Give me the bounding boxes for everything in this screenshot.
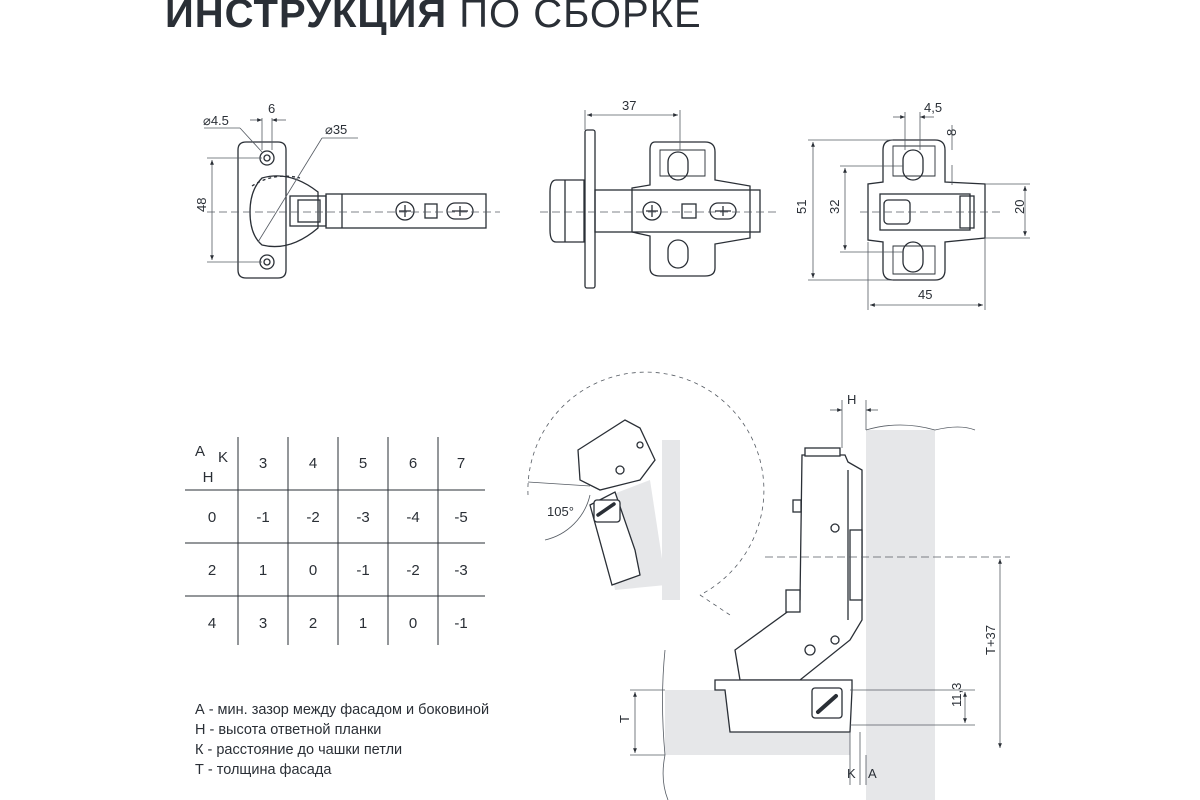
dim-h51: 51	[794, 200, 809, 214]
hinge-installed	[714, 447, 863, 733]
table-cell: 1	[259, 562, 267, 579]
dim-angle: 105°	[547, 504, 574, 519]
dim-h8: 8	[944, 129, 959, 136]
legend-item: Т - толщина фасада	[195, 762, 332, 778]
side-dims	[540, 110, 780, 213]
dim-w37: 37	[622, 98, 636, 113]
table-cell: -1	[256, 509, 269, 526]
legend: А - мин. зазор между фасадом и боковиной…	[195, 700, 489, 780]
dim-h32: 32	[827, 200, 842, 214]
table-cell: -1	[356, 562, 369, 579]
legend-item: К - расстояние до чашки петли	[195, 742, 403, 758]
dim-K: K	[847, 766, 856, 781]
title-light: ПО СБОРКЕ	[459, 0, 702, 36]
plate-dims	[808, 112, 1030, 310]
dim-h48: 48	[194, 198, 209, 212]
table-cell: -2	[406, 562, 419, 579]
dim-d35: ⌀35	[325, 122, 347, 137]
dim-T37: T+37	[983, 625, 998, 655]
table-col-header: 6	[409, 455, 417, 472]
install-dims	[630, 400, 1010, 785]
table-cell: -1	[454, 615, 467, 632]
page-title: ИНСТРУКЦИЯ ПО СБОРКЕ	[165, 0, 702, 37]
table-cell: -3	[454, 562, 467, 579]
hinge-top-view	[237, 141, 487, 279]
table-corner-a: A	[195, 443, 205, 460]
table-cell: 0	[409, 615, 417, 632]
hinge-side-view	[549, 129, 761, 289]
table-cell: 3	[259, 615, 267, 632]
table-cell: 0	[309, 562, 317, 579]
dim-h20: 20	[1012, 200, 1027, 214]
table-row-header: 0	[208, 509, 216, 526]
table-cell: -2	[306, 509, 319, 526]
dim-A: A	[868, 766, 877, 781]
dim-w45s: 4,5	[924, 100, 942, 115]
legend-item: А - мин. зазор между фасадом и боковиной	[195, 702, 490, 718]
hinge-top-dims	[204, 118, 500, 263]
table-cell: 2	[309, 615, 317, 632]
table-cell: -5	[454, 509, 467, 526]
dim-d45: ⌀4.5	[203, 113, 229, 128]
title-bold: ИНСТРУКЦИЯ	[165, 0, 448, 36]
table-corner-k: K	[218, 449, 228, 466]
table-text: A K H 3 4 5 6 7 0 -1 -2 -3 -4 -5 2 1 0 -…	[195, 443, 468, 632]
mounting-plate-view	[867, 139, 986, 281]
dim-T: T	[617, 715, 632, 723]
table-col-header: 5	[359, 455, 367, 472]
dim-h113: 11,3	[949, 683, 964, 707]
table-col-header: 7	[457, 455, 465, 472]
detail-view	[527, 371, 765, 616]
table-grid	[185, 437, 485, 645]
table-corner-h: H	[203, 469, 214, 486]
table-cell: -3	[356, 509, 369, 526]
table-row-header: 2	[208, 562, 216, 579]
table-col-header: 4	[309, 455, 317, 472]
table-cell: 1	[359, 615, 367, 632]
dim-H: H	[847, 392, 856, 407]
table-row-header: 4	[208, 615, 216, 632]
dim-w6: 6	[268, 101, 275, 116]
dim-w45: 45	[918, 287, 932, 302]
table-col-header: 3	[259, 455, 267, 472]
table-cell: -4	[406, 509, 419, 526]
legend-item: Н - высота ответной планки	[195, 722, 382, 738]
